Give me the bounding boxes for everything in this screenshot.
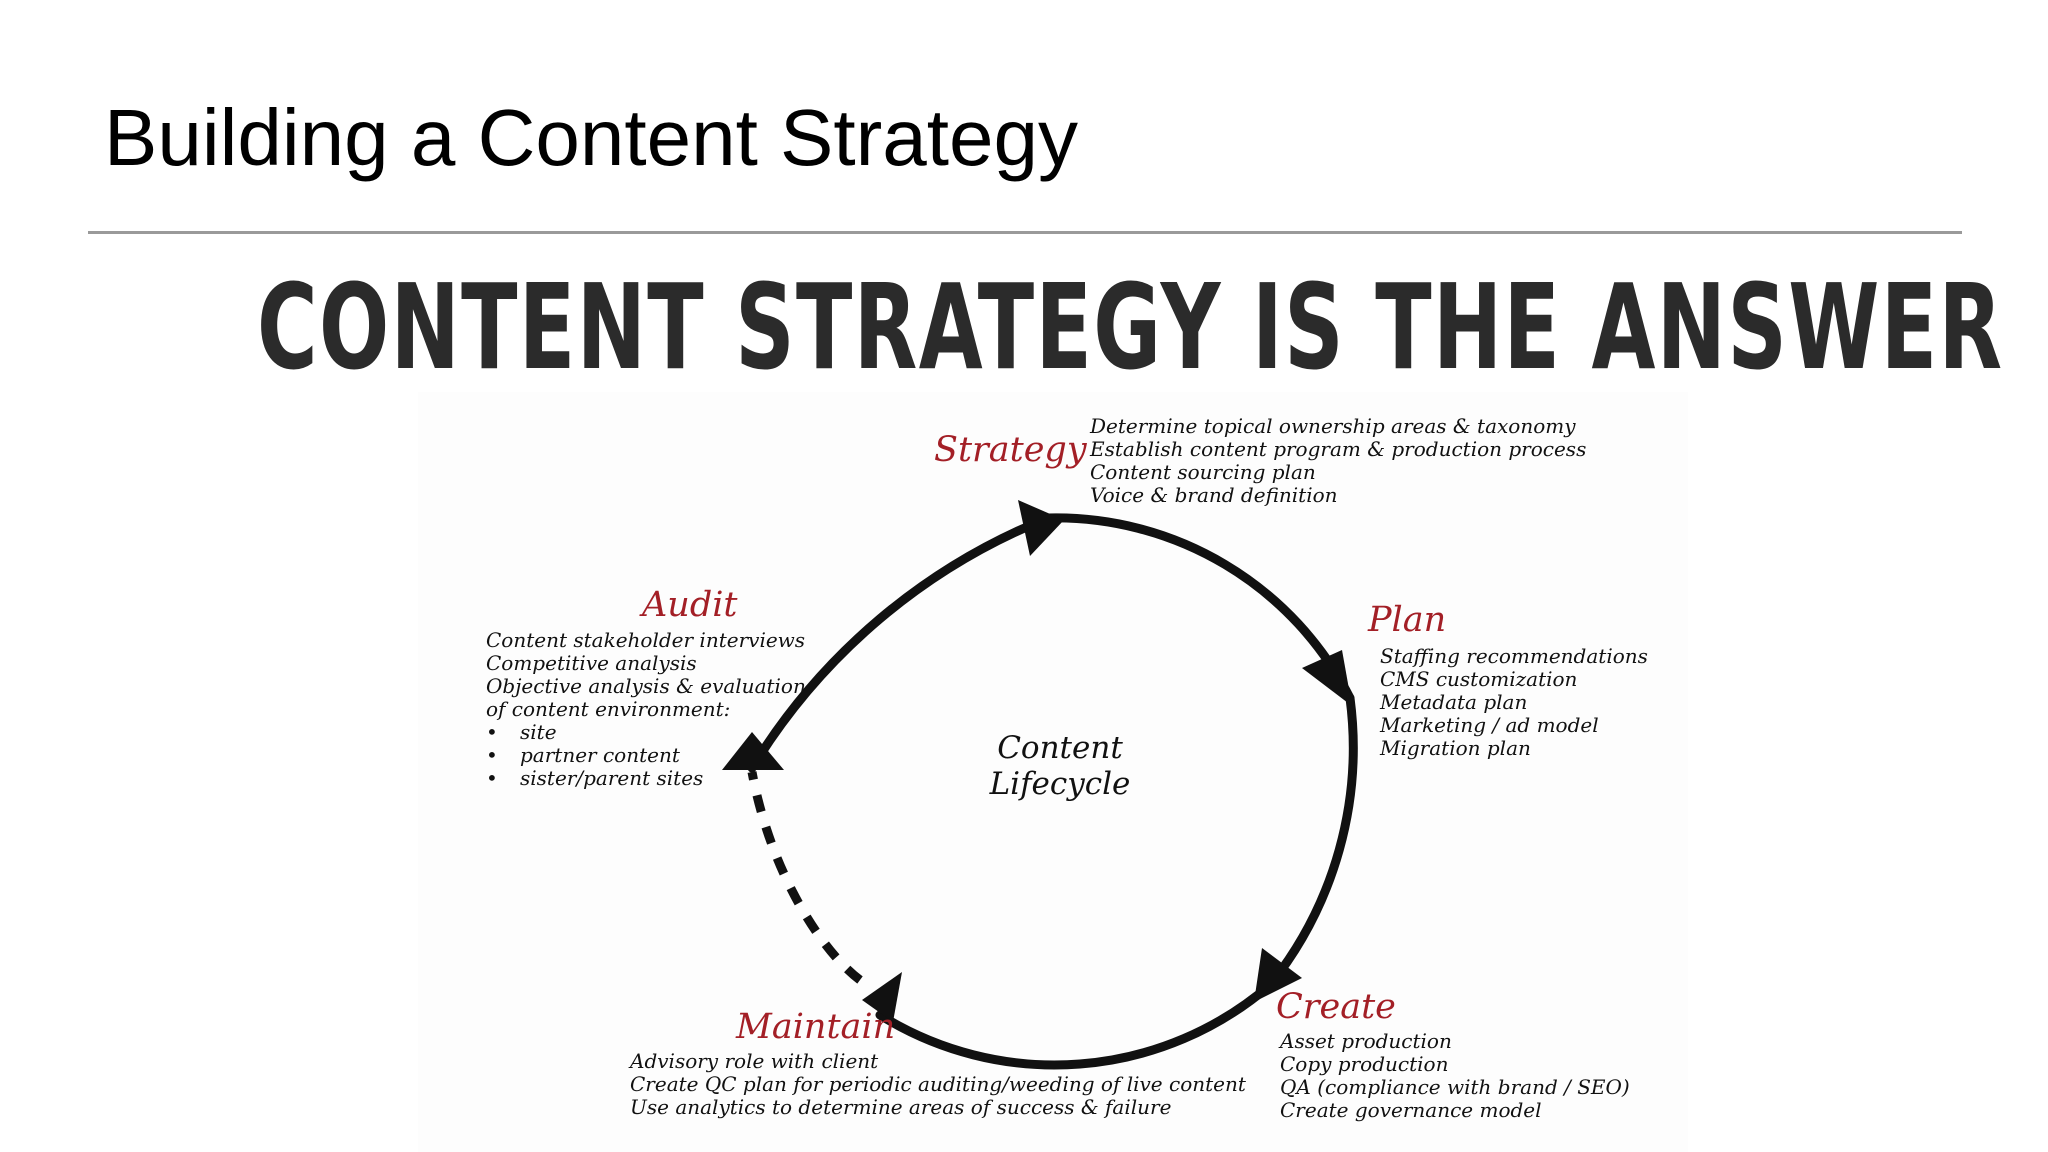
audit-bullet: site: [486, 721, 806, 745]
create-notes: Asset production Copy production QA (com…: [1280, 1030, 1630, 1122]
maintain-note: Create QC plan for periodic auditing/wee…: [630, 1072, 1246, 1096]
arrowhead-maintain: [862, 972, 902, 1022]
strategy-note: Content sourcing plan: [1090, 460, 1316, 484]
diagram-banner: CONTENT STRATEGY IS THE ANSWER: [257, 258, 2004, 396]
audit-bullets: site partner content sister/parent sites: [486, 721, 806, 791]
maintain-notes: Advisory role with client Create QC plan…: [630, 1050, 1246, 1119]
create-note: Asset production: [1280, 1029, 1452, 1053]
plan-note: Marketing / ad model: [1380, 713, 1599, 737]
plan-note: CMS customization: [1380, 667, 1578, 691]
cycle-dashed-arc: [747, 771, 863, 984]
slide-title: Building a Content Strategy: [104, 93, 1078, 182]
strategy-notes: Determine topical ownership areas & taxo…: [1090, 415, 1586, 507]
create-label: Create: [1276, 987, 1396, 1027]
plan-note: Migration plan: [1380, 736, 1531, 760]
create-note: Copy production: [1280, 1052, 1449, 1076]
strategy-note: Establish content program & production p…: [1090, 437, 1587, 461]
center-label-line2: Lifecycle: [989, 766, 1131, 802]
arrowhead-plan: [1302, 650, 1352, 706]
audit-label: Audit: [642, 585, 738, 625]
center-label: Content Lifecycle: [985, 730, 1135, 802]
strategy-label: Strategy: [934, 430, 1087, 470]
audit-note: of content environment:: [486, 697, 731, 721]
create-note: QA (compliance with brand / SEO): [1280, 1075, 1630, 1099]
center-label-line1: Content: [997, 730, 1123, 766]
audit-note: Content stakeholder interviews: [486, 628, 806, 652]
arrowhead-strategy: [1018, 500, 1064, 556]
maintain-note: Advisory role with client: [630, 1049, 879, 1073]
audit-bullet: sister/parent sites: [486, 767, 806, 791]
maintain-note: Use analytics to determine areas of succ…: [630, 1095, 1172, 1119]
plan-label: Plan: [1368, 600, 1447, 640]
audit-note: Competitive analysis: [486, 651, 697, 675]
plan-note: Metadata plan: [1380, 690, 1528, 714]
audit-notes: Content stakeholder interviews Competiti…: [486, 628, 806, 791]
audit-bullet: partner content: [486, 744, 806, 768]
plan-note: Staffing recommendations: [1380, 644, 1648, 668]
maintain-label: Maintain: [736, 1007, 896, 1047]
plan-notes: Staffing recommendations CMS customizati…: [1380, 645, 1648, 760]
strategy-note: Determine topical ownership areas & taxo…: [1090, 414, 1576, 438]
title-divider: [88, 231, 1962, 234]
arrowhead-create: [1254, 948, 1302, 1002]
strategy-note: Voice & brand definition: [1090, 483, 1338, 507]
create-note: Create governance model: [1280, 1098, 1542, 1122]
audit-note: Objective analysis & evaluation: [486, 674, 806, 698]
cycle-solid-arc: [747, 513, 1358, 1070]
audit-bullet-list: site partner content sister/parent sites: [486, 721, 806, 791]
